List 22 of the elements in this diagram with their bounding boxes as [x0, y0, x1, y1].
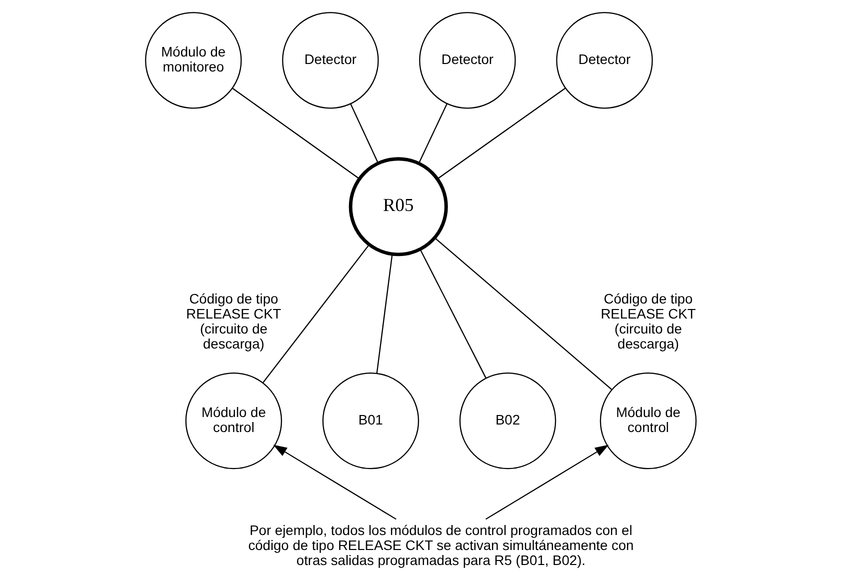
arrow [272, 444, 396, 520]
connector [262, 244, 369, 384]
connector [376, 254, 392, 374]
connector [434, 237, 612, 390]
node-label: Código de tipo RELEASE CKT (circuito de descarga) [186, 290, 281, 352]
connector [436, 88, 566, 180]
connector [232, 88, 359, 180]
node-circle: B01 [322, 372, 419, 470]
node-circle: Detector [418, 12, 516, 109]
connector [350, 104, 378, 164]
arrow [484, 444, 608, 520]
node-circle: Módulo de control [184, 372, 282, 470]
node-label: Código de tipo RELEASE CKT (circuito de descarga) [600, 290, 696, 352]
node-circle: R05 [348, 157, 448, 256]
node-circle: Módulo de control [599, 372, 696, 470]
node-circle: Detector [282, 12, 378, 109]
connector [419, 249, 486, 378]
node-text: Por ejemplo, todos los módulos de control programados con el código de tipo RELEASE CKT se activan simultáneamente con otras salidas programadas para R5 (B01, B02). [248, 522, 634, 568]
connector [418, 104, 447, 164]
node-circle: Detector [556, 12, 652, 109]
node-circle: Módulo de monitoreo [144, 12, 242, 109]
node-circle: B02 [458, 372, 556, 470]
